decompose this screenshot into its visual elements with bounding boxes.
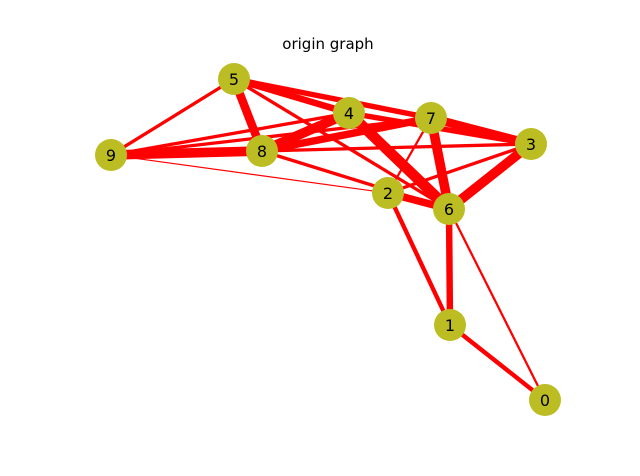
edge-8-3: [261, 142, 532, 153]
node-label: 9: [106, 146, 116, 165]
node-3: 3: [515, 128, 547, 160]
node-0: 0: [529, 384, 561, 416]
node-label: 1: [445, 316, 455, 335]
node-circle: [415, 102, 447, 134]
edge-2-9: [110, 154, 389, 194]
node-6: 6: [433, 193, 465, 225]
node-4: 4: [333, 97, 365, 129]
edge-7-9: [110, 116, 432, 157]
node-circle: [372, 177, 404, 209]
nodes-layer: 0 1 2 3 4 5 6 7 8 9: [95, 63, 561, 416]
edge-7-8: [261, 114, 432, 155]
node-8: 8: [246, 135, 278, 167]
node-label: 2: [383, 184, 393, 203]
edge-2-1: [386, 192, 452, 326]
edge-5-7: [233, 76, 432, 121]
edge-6-0: [447, 208, 547, 401]
node-2: 2: [372, 177, 404, 209]
node-circle: [433, 193, 465, 225]
node-circle: [515, 128, 547, 160]
edge-1-0: [448, 323, 547, 402]
edge-8-9: [110, 146, 263, 160]
node-label: 6: [444, 200, 454, 219]
node-label: 4: [344, 104, 354, 123]
edge-4-9: [110, 111, 350, 157]
node-label: 7: [426, 109, 436, 128]
node-label: 8: [257, 142, 267, 161]
node-7: 7: [415, 102, 447, 134]
node-label: 0: [540, 391, 550, 410]
node-label: 3: [526, 135, 536, 154]
node-label: 5: [229, 70, 239, 89]
node-circle: [434, 309, 466, 341]
node-circle: [529, 384, 561, 416]
edge-6-5: [233, 77, 450, 211]
node-circle: [246, 135, 278, 167]
node-circle: [333, 97, 365, 129]
edge-6-3: [446, 140, 534, 213]
edge-6-1: [445, 208, 454, 326]
node-5: 5: [218, 63, 250, 95]
node-9: 9: [95, 139, 127, 171]
edge-6-8: [261, 149, 450, 211]
node-1: 1: [434, 309, 466, 341]
node-circle: [95, 139, 127, 171]
node-circle: [218, 63, 250, 95]
graph-title: origin graph: [282, 35, 373, 53]
edge-5-9: [110, 77, 235, 157]
